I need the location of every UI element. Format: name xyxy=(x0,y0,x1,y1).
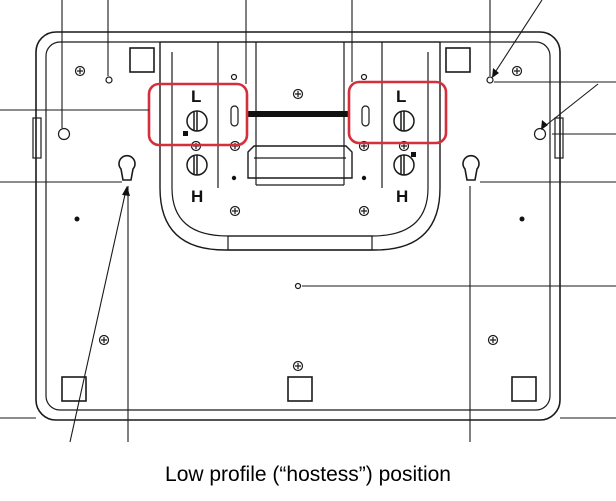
leader-lines xyxy=(0,0,616,443)
screw-icon xyxy=(74,65,86,77)
screw-icon xyxy=(229,205,241,217)
slot-screw-icon xyxy=(393,110,415,132)
side-hole-right xyxy=(533,127,547,141)
label-left-top: L xyxy=(191,87,201,106)
highlight-right xyxy=(347,80,448,145)
keyhole-left xyxy=(118,154,136,181)
slot-opening-left xyxy=(230,105,239,127)
center-clip xyxy=(247,145,353,179)
left-side-notch xyxy=(32,117,42,159)
screw-icon xyxy=(358,205,370,217)
slot-screw-icon xyxy=(186,110,208,132)
bracket-foot-plate xyxy=(227,235,373,251)
screw-icon xyxy=(98,334,110,346)
slot-screw-icon xyxy=(186,154,208,176)
keyhole-right xyxy=(462,154,480,181)
small-dots xyxy=(74,175,525,222)
pad-bottom-center xyxy=(287,376,313,402)
side-hole-left xyxy=(57,127,71,141)
small-holes xyxy=(105,73,494,290)
arrowheads xyxy=(122,68,548,196)
marker-square-right xyxy=(411,152,416,157)
pad-bottom-right xyxy=(511,376,537,402)
marker-square-left xyxy=(183,131,188,136)
pad-bottom-left xyxy=(61,376,87,402)
slot-screw-icons xyxy=(186,110,415,176)
crossbar xyxy=(246,111,350,117)
label-left-bottom: H xyxy=(191,187,203,206)
panel-outer-outline xyxy=(35,31,561,421)
panel-inner-outline xyxy=(45,41,551,411)
label-right-top: L xyxy=(396,87,406,106)
screw-icon xyxy=(487,334,499,346)
diagram-caption: Low profile (“hostess”) position xyxy=(165,463,451,486)
pad-top-left xyxy=(129,47,155,73)
highlight-left xyxy=(147,82,249,147)
pad-top-right xyxy=(445,47,471,73)
slot-opening-right xyxy=(361,105,370,127)
screw-icon xyxy=(292,88,304,100)
slot-screw-icon xyxy=(393,154,415,176)
label-right-bottom: H xyxy=(396,187,408,206)
screw-icon xyxy=(292,360,304,372)
right-side-notch xyxy=(554,117,564,159)
screw-icon xyxy=(511,65,523,77)
